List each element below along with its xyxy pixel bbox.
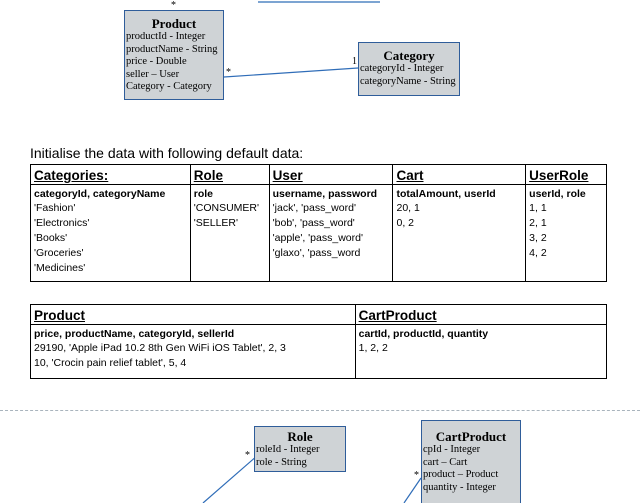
page-separator xyxy=(0,410,640,411)
field-names: categoryId, categoryName xyxy=(34,188,166,200)
user-cell: username, password 'jack', 'pass_word' '… xyxy=(268,184,394,282)
product-class-title: Product xyxy=(151,16,197,31)
role-cell: role 'CONSUMER' 'SELLER' xyxy=(189,184,270,282)
connector-product-category xyxy=(223,67,359,78)
col-header-userrole: UserRole xyxy=(525,164,607,185)
role-class-box: Role roleId - Integer role - String xyxy=(254,426,346,472)
data-row: 10, 'Crocin pain relief tablet', 5, 4 xyxy=(34,357,187,369)
data-row: 0, 2 xyxy=(396,217,414,229)
data-row: 'jack', 'pass_word' xyxy=(272,202,356,214)
data-row: 'bob', 'pass_word' xyxy=(272,217,355,229)
categories-cell: categoryId, categoryName 'Fashion' 'Elec… xyxy=(30,184,191,282)
field-names: userId, role xyxy=(529,188,586,200)
multiplicity-product-top: * xyxy=(171,0,176,11)
role-attr: roleId - Integer xyxy=(256,444,320,455)
connector-role-down xyxy=(202,454,259,503)
col-header-user: User xyxy=(268,164,394,185)
product-attr: productName - String xyxy=(126,43,218,55)
product-data-table: Product CartProduct price, productName, … xyxy=(30,304,608,379)
col-header-role: Role xyxy=(189,164,270,185)
data-row: 'Books' xyxy=(34,232,68,244)
cartproduct-attr: cpId - Integer xyxy=(423,444,481,455)
cartproduct-attr: cart – Cart xyxy=(423,456,468,468)
data-row: 1, 2, 2 xyxy=(358,342,388,354)
data-row: 'CONSUMER' xyxy=(193,202,259,214)
product-cell: price, productName, categoryId, sellerId… xyxy=(30,324,356,379)
multiplicity-cartproduct-left: * xyxy=(414,470,419,481)
category-attr: categoryName - String xyxy=(360,75,456,87)
col-header-cart: Cart xyxy=(392,164,527,185)
product-attr: price - Double xyxy=(126,56,187,67)
role-attr: role - String xyxy=(256,456,307,468)
data-row: 2, 1 xyxy=(529,217,547,229)
field-names: cartId, productId, quantity xyxy=(358,328,489,340)
userrole-cell: userId, role 1, 1 2, 1 3, 2 4, 2 xyxy=(525,184,607,282)
multiplicity-role-left: * xyxy=(245,450,250,461)
category-class-box: Category categoryId - Integer categoryNa… xyxy=(358,42,460,96)
cartproduct-class-box: CartProduct cpId - Integer cart – Cart p… xyxy=(421,420,521,503)
product-attr: productId - Integer xyxy=(126,31,206,42)
data-row: 3, 2 xyxy=(529,232,547,244)
data-row: 'SELLER' xyxy=(193,217,239,229)
data-row: 'Medicines' xyxy=(34,262,86,274)
connector-cartproduct-down xyxy=(403,477,422,503)
data-row: 'Groceries' xyxy=(34,247,84,259)
col-header-categories: Categories: xyxy=(30,164,191,185)
col-header-cartproduct: CartProduct xyxy=(354,304,608,325)
data-row: 20, 1 xyxy=(396,202,420,214)
field-names: role xyxy=(193,188,213,200)
data-row: 4, 2 xyxy=(529,247,547,259)
cartproduct-attr: quantity - Integer xyxy=(423,481,496,493)
data-row: 1, 1 xyxy=(529,202,547,214)
cartproduct-class-title: CartProduct xyxy=(435,429,507,444)
product-attr: seller – User xyxy=(126,68,180,80)
product-class-box: Product productId - Integer productName … xyxy=(124,10,224,100)
data-row: 'apple', 'pass_word' xyxy=(272,232,363,244)
data-row: 'glaxo', 'pass_word xyxy=(272,247,361,259)
field-names: totalAmount, userId xyxy=(396,188,496,200)
cartproduct-attr: product – Product xyxy=(423,469,499,480)
data-row: 'Fashion' xyxy=(34,202,76,214)
category-attr: categoryId - Integer xyxy=(360,63,444,74)
field-names: price, productName, categoryId, sellerId xyxy=(34,328,235,340)
instruction-heading: Initialise the data with following defau… xyxy=(30,145,304,161)
multiplicity-category-left: 1 xyxy=(352,56,357,67)
data-row: 'Electronics' xyxy=(34,217,90,229)
multiplicity-product-right: * xyxy=(226,67,231,78)
category-class-title: Category xyxy=(383,48,435,63)
col-header-product: Product xyxy=(30,304,356,325)
data-row: 29190, 'Apple iPad 10.2 8th Gen WiFi iOS… xyxy=(34,342,286,354)
role-class-title: Role xyxy=(287,429,313,444)
product-attr: Category - Category xyxy=(126,81,212,92)
field-names: username, password xyxy=(272,188,378,200)
cart-cell: totalAmount, userId 20, 1 0, 2 xyxy=(392,184,527,282)
default-data-table: Categories: Role User Cart UserRole cate… xyxy=(30,164,607,282)
cartproduct-cell: cartId, productId, quantity 1, 2, 2 xyxy=(354,324,608,379)
